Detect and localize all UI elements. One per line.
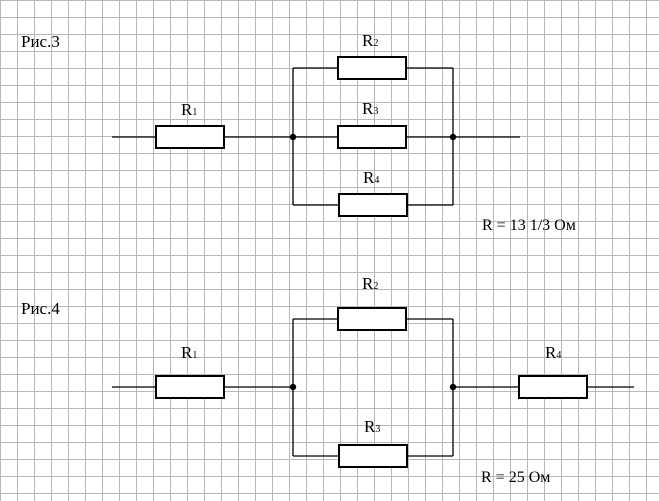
fig3-label-r4: R4 xyxy=(363,168,379,187)
figure-3-caption: Рис.3 xyxy=(21,32,60,51)
fig4-resistor-r4 xyxy=(518,375,588,399)
fig3-label-r2: R2 xyxy=(362,31,378,50)
figure-4-caption: Рис.4 xyxy=(21,299,60,318)
figure-3-circuit: Рис.3 R1 R2 R3 R4 R = 13 1/3 Ом xyxy=(21,31,576,234)
fig3-resistor-r4 xyxy=(338,193,408,217)
fig4-junction-right xyxy=(449,383,457,391)
fig3-junction-right xyxy=(449,133,457,141)
fig4-label-r4: R4 xyxy=(545,343,561,362)
fig3-resistor-r2 xyxy=(337,56,407,80)
fig3-resistor-r3 xyxy=(337,125,407,149)
fig4-junction-left xyxy=(289,383,297,391)
fig4-label-r2: R2 xyxy=(362,274,378,293)
fig4-resistor-r2 xyxy=(337,307,407,331)
fig4-resistor-r3 xyxy=(338,444,408,468)
fig3-resistor-r1 xyxy=(155,125,225,149)
fig3-label-r1: R1 xyxy=(181,100,197,119)
fig4-label-r1: R1 xyxy=(181,343,197,362)
fig4-resistor-r1 xyxy=(155,375,225,399)
fig3-label-r3: R3 xyxy=(362,99,378,118)
fig3-result: R = 13 1/3 Ом xyxy=(482,217,576,234)
fig4-label-r3: R3 xyxy=(364,417,380,436)
fig3-junction-left xyxy=(289,133,297,141)
figure-4-circuit: Рис.4 R1 R2 R3 R4 R = 25 Ом xyxy=(21,274,634,486)
fig4-result: R = 25 Ом xyxy=(481,469,550,486)
